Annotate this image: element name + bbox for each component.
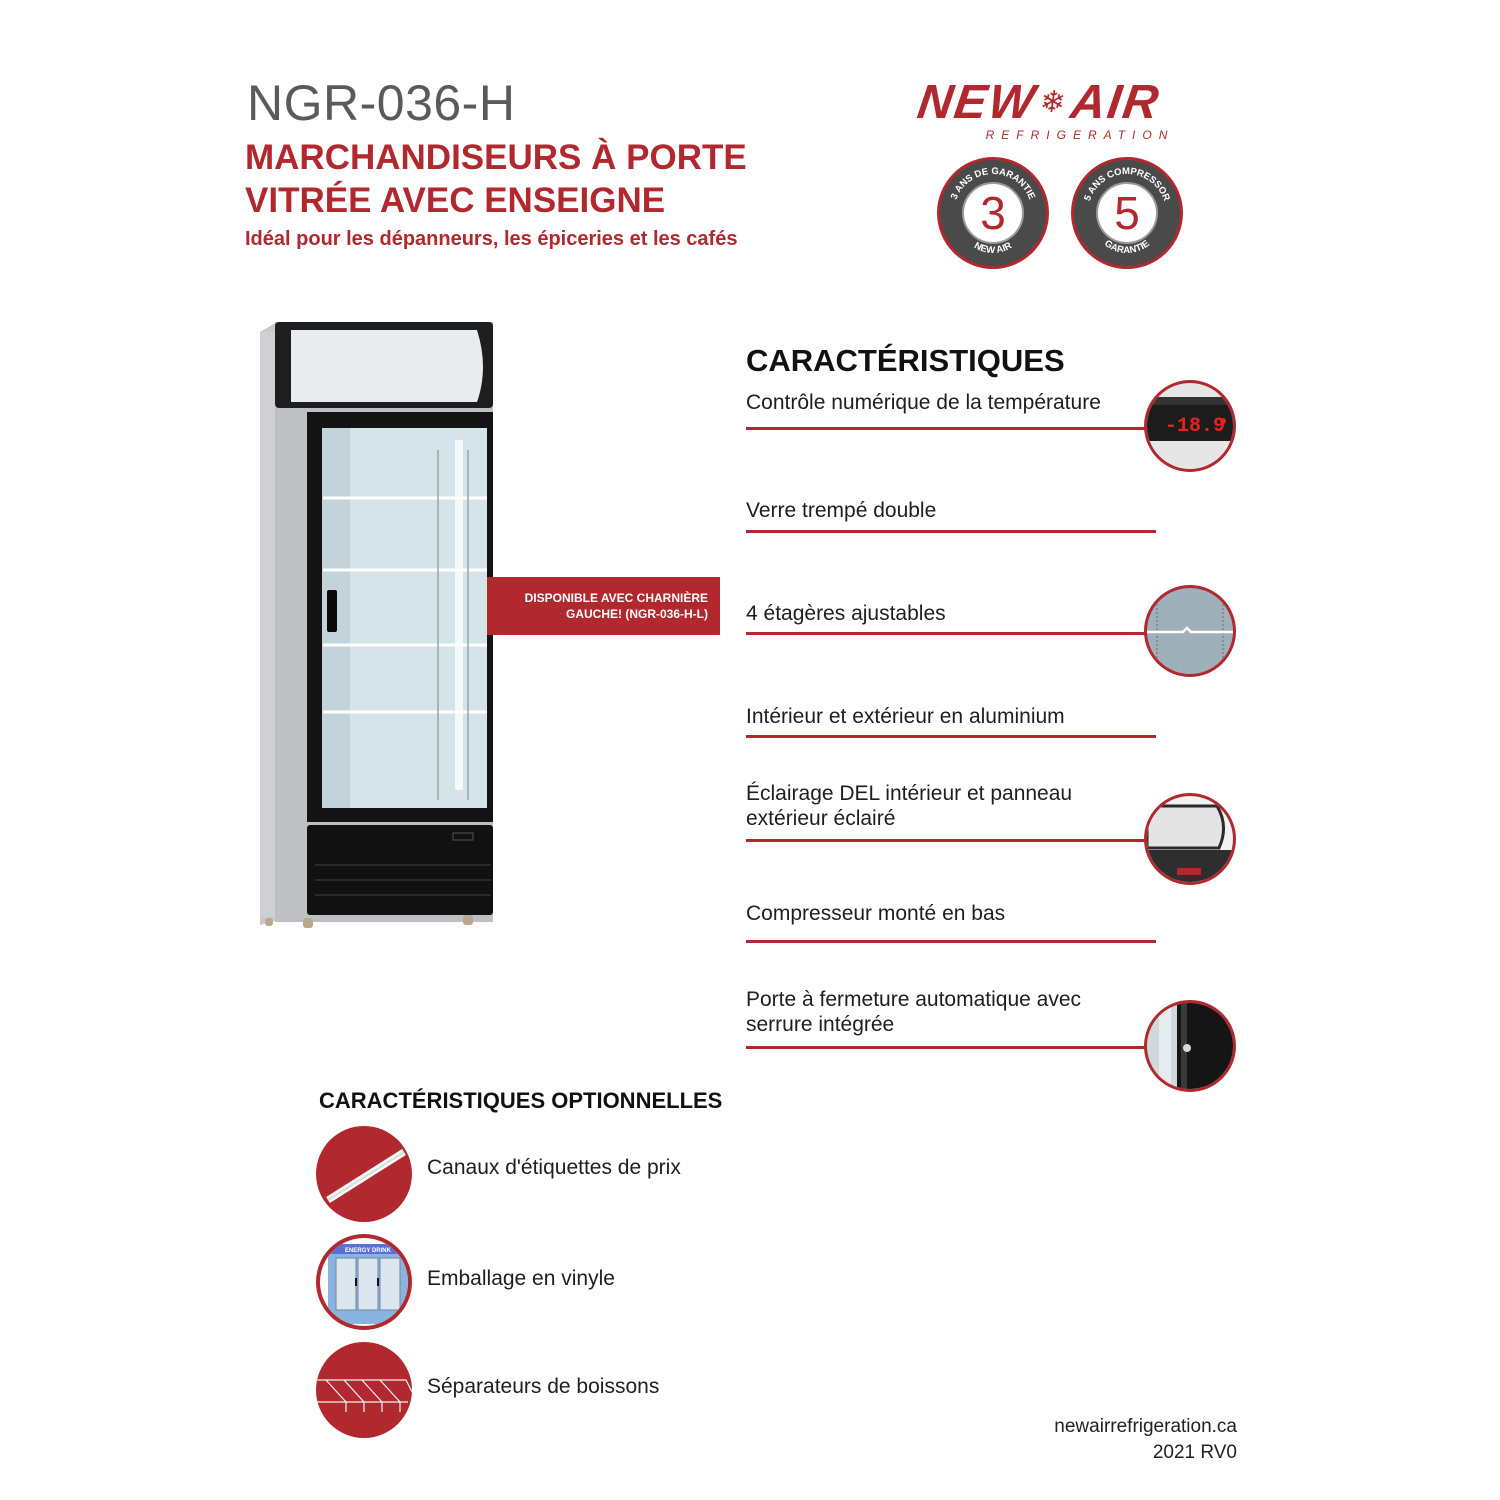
warranty-badge-5-years-compressor: 5 ANS COMPRESSOR GARANTIE 5: [1071, 157, 1183, 269]
snowflake-icon: ❄: [1037, 86, 1070, 119]
features-heading: CARACTÉRISTIQUES: [746, 343, 1065, 378]
svg-text:ENERGY DRINK: ENERGY DRINK: [345, 1248, 392, 1254]
callout-line-1: DISPONIBLE AVEC CHARNIÈRE: [524, 591, 708, 605]
feature-divider: [746, 530, 1156, 533]
shelf-image: [1144, 585, 1236, 677]
feature-divider: [746, 839, 1146, 842]
vinyl-wrap-icon: ENERGY DRINK: [328, 1244, 408, 1324]
logo-word-new: NEW: [914, 76, 1040, 129]
beverage-divider-icon: [316, 1379, 412, 1412]
feature-door-line-1: Porte à fermeture automatique avec: [746, 988, 1082, 1011]
feature-bottom-mounted-compressor: Compresseur monté en bas: [746, 902, 1006, 925]
callout-line-2: GAUCHE! (NGR-036-H-L): [566, 607, 708, 621]
feature-door-line-2: serrure intégrée: [746, 1013, 895, 1036]
adjustable-shelf-icon: [1147, 588, 1233, 674]
svg-text:NEW AIR: NEW AIR: [972, 240, 1014, 256]
vinyl-wrap-image: ENERGY DRINK: [316, 1234, 412, 1330]
refrigerator-product-image: [260, 322, 493, 928]
feature-divider: [746, 940, 1156, 943]
product-title: MARCHANDISEURS À PORTE VITRÉE AVEC ENSEI…: [245, 136, 747, 222]
feature-self-closing-door: Porte à fermeture automatique avec serru…: [746, 987, 1081, 1037]
feature-led-lighting: Éclairage DEL intérieur et panneau extér…: [746, 781, 1072, 831]
feature-aluminum-interior-exterior: Intérieur et extérieur en aluminium: [746, 705, 1065, 728]
svg-text:-18.9: -18.9: [1165, 415, 1225, 438]
model-number: NGR-036-H: [247, 75, 516, 131]
price-tag-channel-icon: [326, 1149, 406, 1203]
illuminated-sign-icon: [1147, 804, 1233, 882]
beverage-divider-image: [316, 1342, 412, 1438]
warranty-badge-3-years: 3 ANS DE GARANTIE NEW AIR 3: [937, 157, 1049, 269]
svg-text:GARANTIE: GARANTIE: [1102, 238, 1151, 256]
logo-word-air: AIR: [1067, 76, 1164, 129]
title-line-2: VITRÉE AVEC ENSEIGNE: [245, 181, 666, 220]
feature-double-tempered-glass: Verre trempé double: [746, 499, 937, 522]
feature-divider: [746, 427, 1146, 430]
badge-number: 3: [980, 187, 1006, 239]
newair-logo: NEW ❄ AIR REFRIGERATION: [914, 76, 1208, 142]
sign-panel-image: [1144, 793, 1236, 885]
left-hinge-callout: DISPONIBLE AVEC CHARNIÈRE GAUCHE! (NGR-0…: [487, 577, 720, 635]
document-revision: 2021 RV0: [1152, 1442, 1237, 1463]
optional-price-tag-channels: Canaux d'étiquettes de prix: [427, 1156, 681, 1179]
door-lock-image: [1144, 1000, 1236, 1092]
digital-thermostat-icon: -18.9: [1147, 397, 1233, 441]
feature-adjustable-shelves: 4 étagères ajustables: [746, 602, 946, 625]
price-tag-channel-image: [316, 1126, 412, 1222]
product-subtitle: Idéal pour les dépanneurs, les épiceries…: [245, 228, 738, 250]
optional-beverage-dividers: Séparateurs de boissons: [427, 1375, 660, 1398]
feature-divider: [746, 1046, 1146, 1049]
door-lock-icon: [1159, 1003, 1233, 1089]
badge-number: 5: [1114, 187, 1140, 239]
optional-vinyl-wrap: Emballage en vinyle: [427, 1267, 615, 1290]
title-line-1: MARCHANDISEURS À PORTE: [245, 138, 747, 177]
feature-divider: [746, 632, 1146, 635]
website-link[interactable]: newairrefrigeration.ca: [1054, 1416, 1237, 1437]
feature-digital-temperature-control: Contrôle numérique de la température: [746, 391, 1101, 414]
optional-features-heading: CARACTÉRISTIQUES OPTIONNELLES: [319, 1088, 723, 1113]
feature-divider: [746, 735, 1156, 738]
feature-led-line-2: extérieur éclairé: [746, 807, 896, 830]
thermostat-image: -18.9: [1144, 380, 1236, 472]
feature-led-line-1: Éclairage DEL intérieur et panneau: [746, 782, 1073, 805]
logo-subtitle: REFRIGERATION: [985, 128, 1175, 142]
